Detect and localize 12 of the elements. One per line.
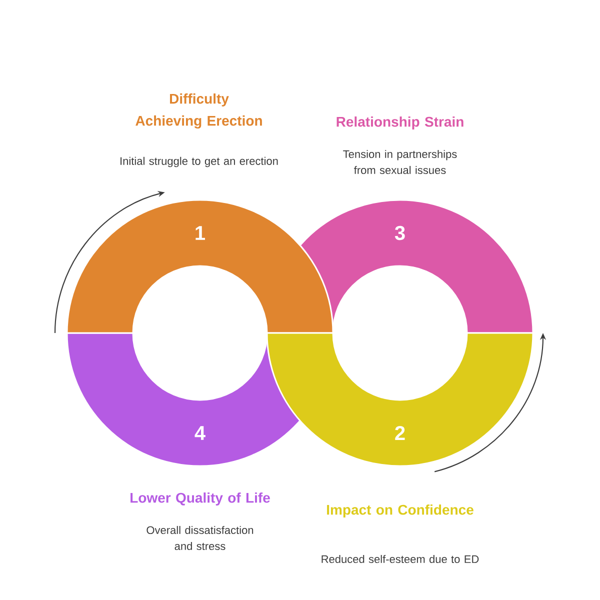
description: Initial struggle to get an erection: [120, 156, 278, 168]
heading: Relationship Strain: [336, 116, 464, 130]
heading: Impact on Confidence: [327, 504, 474, 518]
heading: Lower Quality of Life: [130, 492, 270, 506]
description: Overall dissatisfaction and stress: [146, 526, 254, 550]
description: Tension in partnerships from sexual issues: [343, 150, 457, 174]
step-number: 4: [194, 426, 206, 440]
step-number: 2: [395, 426, 405, 440]
step-number: 3: [394, 226, 405, 240]
step-number: 1: [196, 226, 205, 240]
description: Reduced self-esteem due to ED: [322, 554, 479, 564]
heading: Difficulty Achieving Erection: [136, 93, 262, 129]
